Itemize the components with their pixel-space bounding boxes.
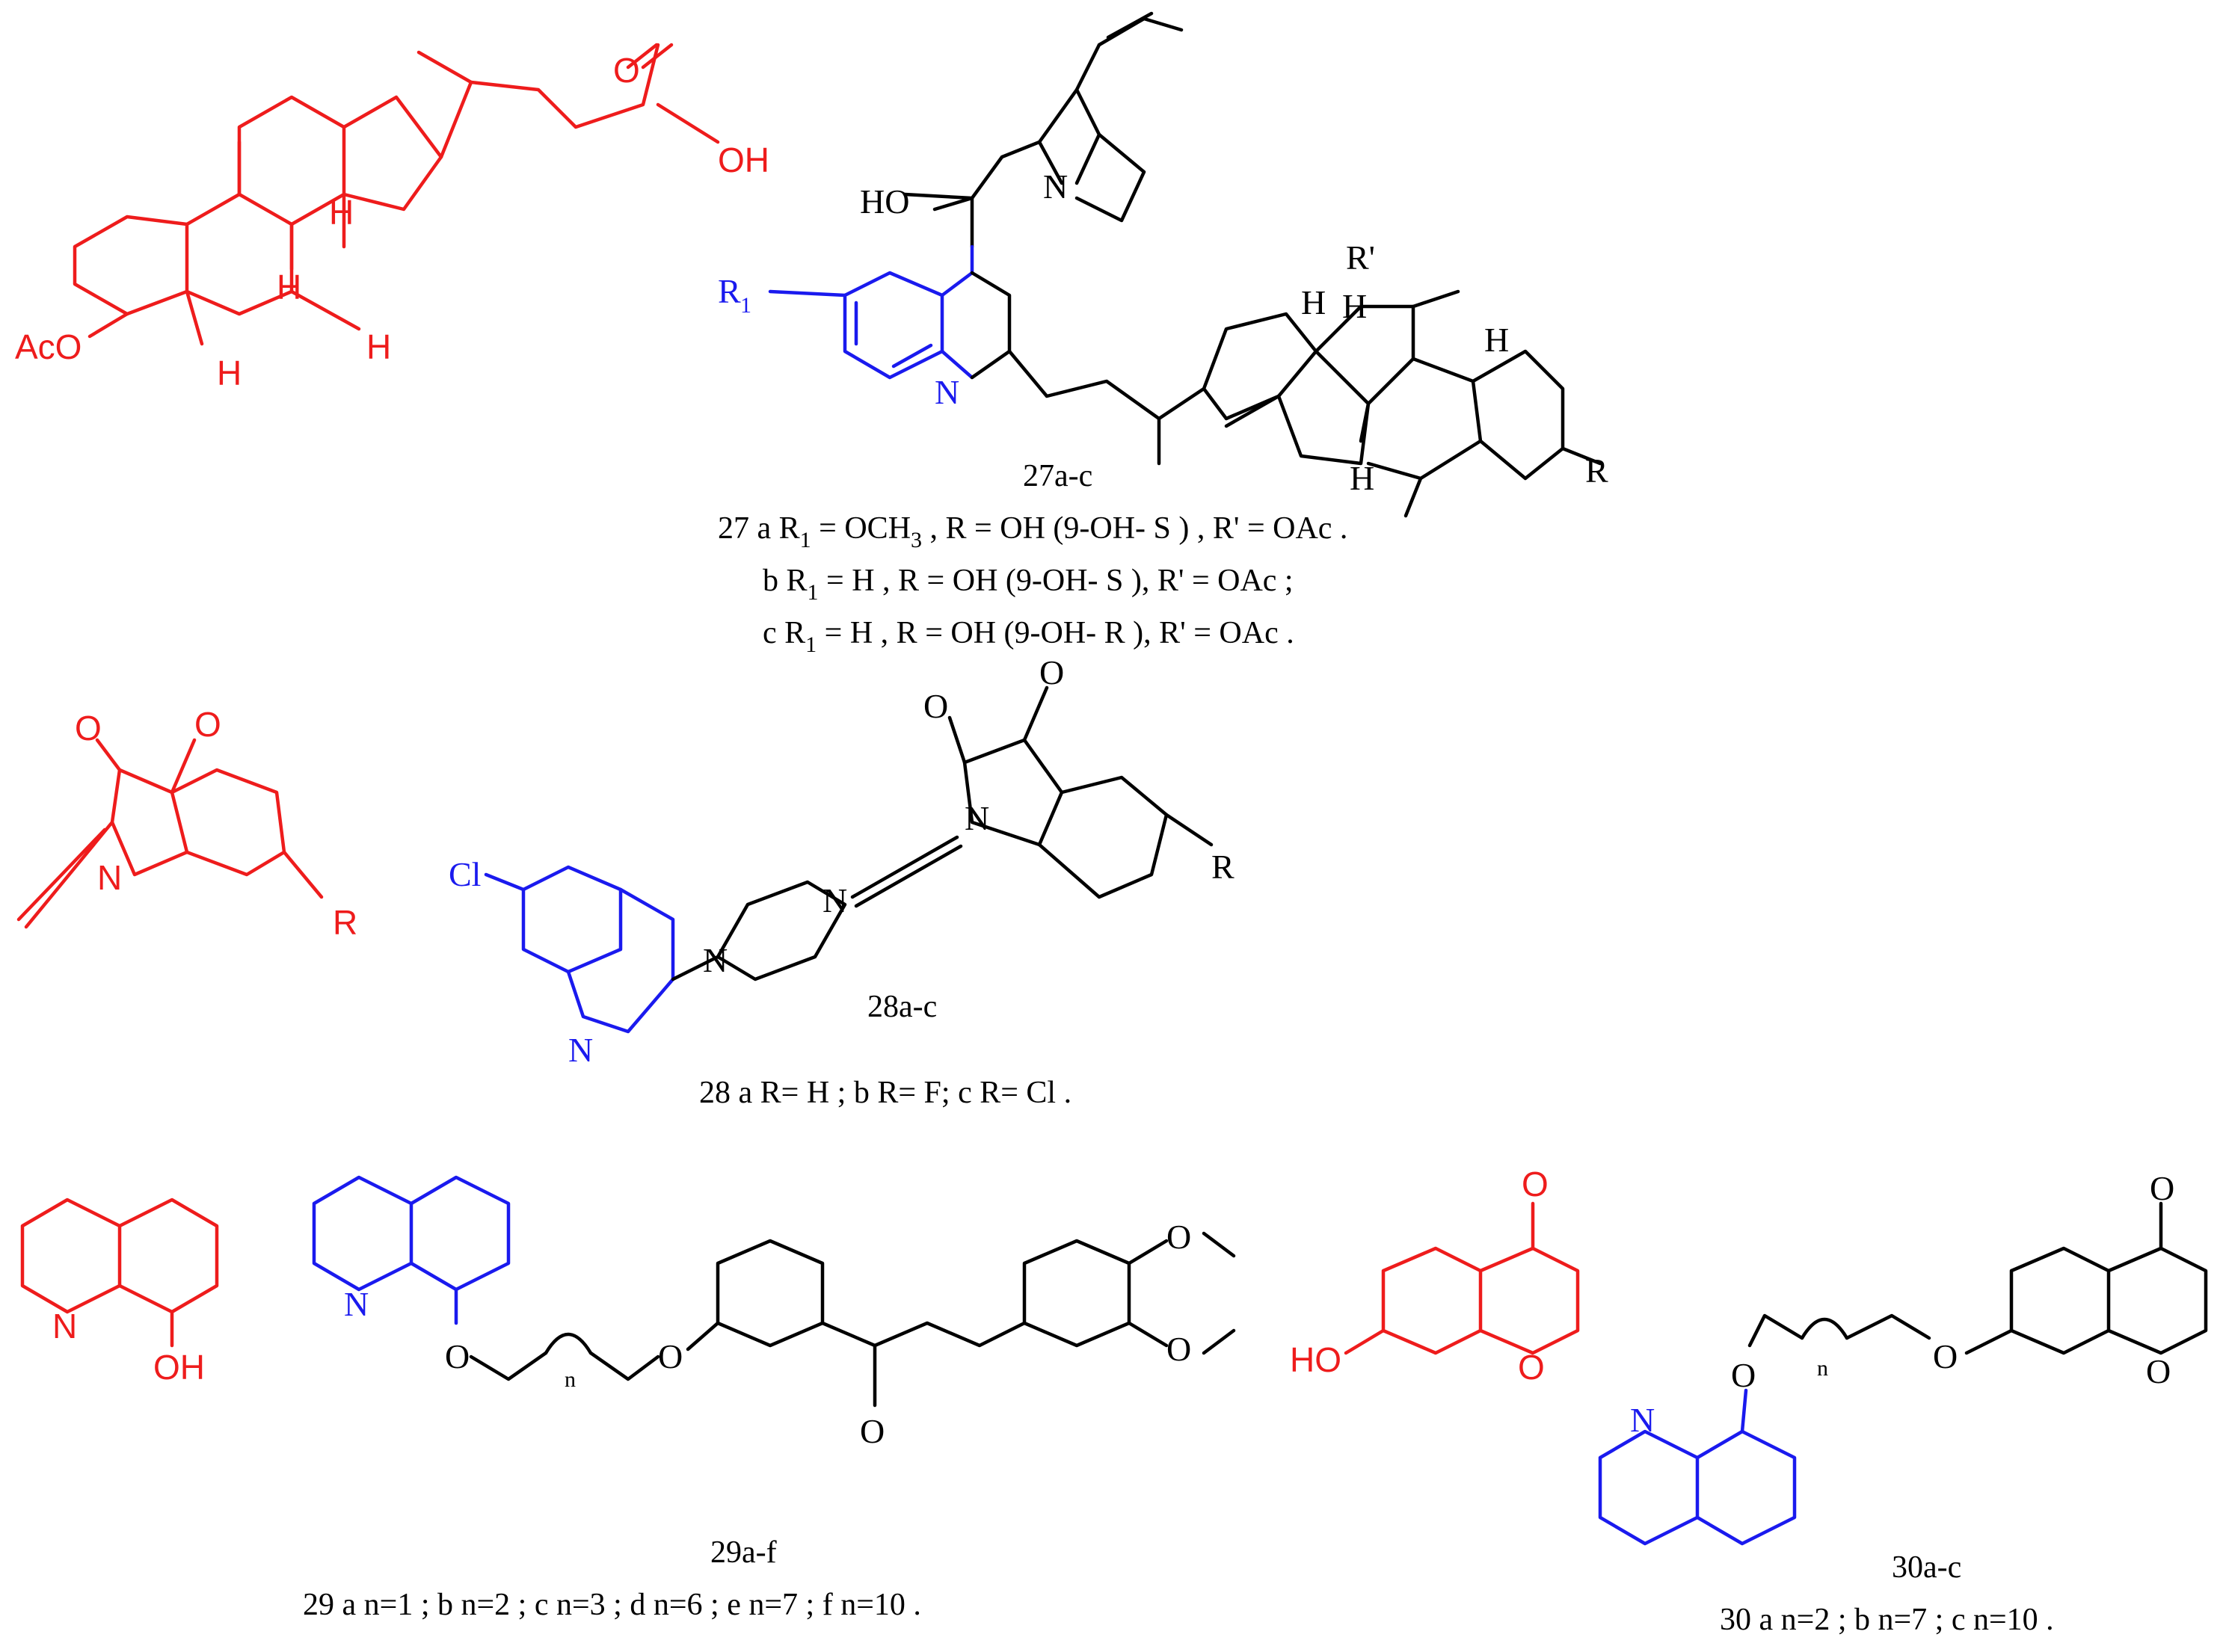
atom-Rprime: R'	[1346, 238, 1375, 277]
atom-O: O	[613, 51, 640, 90]
atom-O: O	[2150, 1169, 2174, 1207]
atom-R: R	[1585, 451, 1608, 490]
isatin-alkyne-structure	[16, 738, 324, 929]
atom-O: O	[1166, 1218, 1191, 1256]
atom-O: O	[860, 1412, 885, 1450]
atom-O: O	[445, 1337, 470, 1375]
quinoline-28-structure	[484, 865, 675, 1034]
7-hydroxychromone-structure	[1344, 1201, 1580, 1355]
8-hydroxyquinoline-structure	[20, 1198, 219, 1348]
atom-N: N	[52, 1307, 77, 1346]
atom-O: O	[2146, 1352, 2171, 1390]
lithocholic-acetate-structure	[73, 43, 720, 346]
atom-HO: HO	[860, 182, 909, 221]
atom-n: n	[1817, 1356, 1828, 1381]
quinoline-29-structure	[312, 1175, 511, 1325]
compound-30-labels: O O O n O N	[1630, 1169, 2174, 1439]
atom-O: O	[1522, 1165, 1549, 1203]
atom-O: O	[1039, 653, 1064, 691]
atom-HO: HO	[1290, 1340, 1341, 1379]
atom-H: H	[1350, 459, 1374, 497]
atom-R: R	[333, 903, 357, 942]
atom-AcO: AcO	[15, 327, 82, 366]
atom-N: N	[97, 858, 122, 897]
quinoline-27-pyridine	[970, 271, 1161, 421]
atom-N: N	[935, 373, 959, 411]
atom-N: N	[965, 799, 989, 837]
caption-29: 29 a n=1 ; b n=2 ; c n=3 ; d n=6 ; e n=7…	[303, 1588, 921, 1622]
label-28: 28a-c	[867, 990, 937, 1024]
atom-O: O	[1933, 1337, 1958, 1375]
atom-N: N	[344, 1285, 369, 1323]
quinoline-30-structure	[1598, 1388, 1797, 1546]
atom-N: N	[568, 1031, 593, 1069]
atom-N: N	[1043, 167, 1068, 206]
atom-N: N	[823, 881, 847, 919]
piperazine-alkyne-28	[671, 685, 1214, 981]
caption-27c: c R1 = H , R = OH (9-OH- R ), R' = OAc .	[763, 616, 1294, 657]
isatin-alkyne-labels: O O N R	[75, 705, 357, 942]
steroid-27-structure	[1157, 289, 1602, 518]
atom-R: R	[1211, 848, 1235, 886]
atom-R1: R	[718, 272, 741, 310]
compound-29-labels: O n O O O O	[445, 1218, 1191, 1450]
atom-R1-subscript: 1	[740, 293, 751, 318]
atom-N: N	[1630, 1401, 1655, 1439]
quinuclidine-structure	[903, 11, 1184, 249]
atom-OH: OH	[153, 1348, 205, 1387]
caption-28: 28 a R= H ; b R= F; c R= Cl .	[699, 1076, 1071, 1110]
linker-30-structure	[1747, 1201, 2208, 1355]
atom-O: O	[194, 705, 221, 744]
quinoline-27-structure	[768, 244, 974, 380]
atom-O: O	[658, 1337, 683, 1375]
atom-N: N	[703, 941, 728, 979]
atom-Cl: Cl	[449, 855, 481, 893]
linker-29-structure	[469, 1231, 1236, 1408]
atom-OH: OH	[718, 141, 769, 179]
atom-H: H	[1484, 321, 1509, 359]
atom-O: O	[1518, 1348, 1545, 1387]
atom-O: O	[1166, 1330, 1191, 1368]
lithocholic-labels: O OH AcO H H H H	[15, 51, 769, 392]
atom-O: O	[1731, 1356, 1756, 1394]
atom-H: H	[366, 327, 391, 366]
atom-H: H	[277, 268, 301, 306]
atom-H: H	[329, 193, 354, 232]
atom-O: O	[75, 709, 102, 748]
label-30: 30a-c	[1892, 1550, 1961, 1585]
compound-28-labels: N N N O O R	[703, 653, 1235, 979]
steroid-27-labels: H H R' H H R	[1301, 238, 1608, 497]
label-29: 29a-f	[710, 1535, 777, 1570]
label-27: 27a-c	[1023, 459, 1092, 493]
atom-H: H	[1301, 283, 1326, 321]
atom-H: H	[217, 354, 242, 392]
atom-H: H	[1342, 287, 1367, 325]
caption-30: 30 a n=2 ; b n=7 ; c n=10 .	[1720, 1603, 2054, 1637]
atom-n: n	[565, 1367, 576, 1392]
caption-27b: b R1 = H , R = OH (9-OH- S ), R' = OAc ;	[763, 564, 1294, 605]
atom-O: O	[923, 687, 948, 725]
caption-27a: 27 a R1 = OCH3 , R = OH (9-OH- S ) , R' …	[718, 511, 1347, 552]
